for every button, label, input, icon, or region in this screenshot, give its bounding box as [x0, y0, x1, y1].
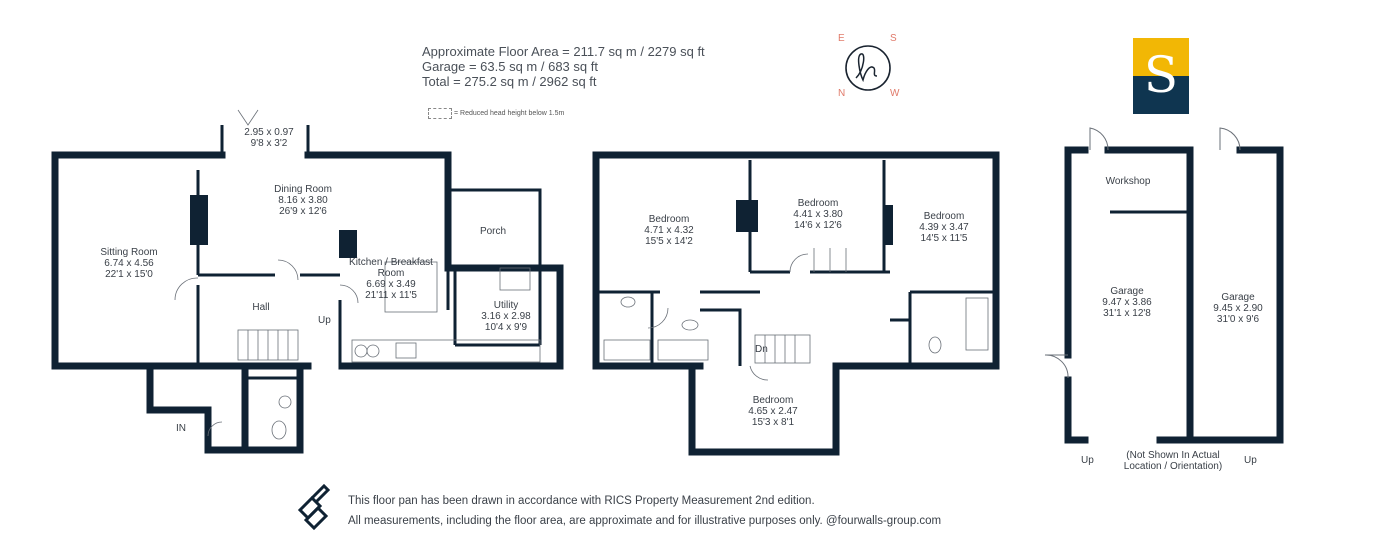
dining-room-imperial: 26'9 x 12'6 [279, 206, 327, 217]
compass-n: N [838, 88, 846, 99]
kitchen-name-2: Room [377, 268, 405, 279]
porch-label: Porch [479, 226, 507, 237]
dining-room-name: Dining Room [274, 184, 332, 195]
sitting-room-metric: 6.74 x 4.56 [104, 258, 154, 269]
outbuilding-note-2: Location / Orientation) [1123, 461, 1223, 472]
bedroom-3-label: Bedroom 4.39 x 3.47 14'5 x 11'5 [919, 211, 968, 244]
floor-area-summary: Approximate Floor Area = 211.7 sq m / 22… [422, 44, 705, 89]
bedroom-1-name: Bedroom [648, 214, 690, 225]
stairs-up-label: Up [318, 315, 331, 326]
garage-1-up-label: Up [1081, 455, 1094, 466]
bedroom-1-metric: 4.71 x 4.32 [644, 225, 694, 236]
sitting-room-imperial: 22'1 x 15'0 [105, 269, 153, 280]
bay-imperial: 9'8 x 3'2 [250, 138, 288, 149]
footer-disclaimer: This floor pan has been drawn in accorda… [348, 491, 941, 531]
floor-area-text: Approximate Floor Area = 211.7 sq m / 22… [422, 44, 705, 59]
bay-label: 2.95 x 0.97 9'8 x 3'2 [244, 127, 293, 149]
bedroom-3-name: Bedroom [923, 211, 965, 222]
workshop-label: Workshop [1105, 176, 1151, 187]
dining-room-metric: 8.16 x 3.80 [278, 195, 328, 206]
bedroom-3-imperial: 14'5 x 11'5 [920, 233, 968, 244]
compass-e: E [838, 33, 845, 44]
agent-logo: S [1133, 38, 1189, 114]
garage-2-label: Garage 9.45 x 2.90 31'0 x 9'6 [1213, 292, 1262, 325]
bedroom-1-imperial: 15'5 x 14'2 [645, 236, 693, 247]
stairs-down-label: Dn [755, 344, 768, 355]
bedroom-4-imperial: 15'3 x 8'1 [751, 417, 795, 428]
hall-label: Hall [252, 302, 270, 313]
bedroom-2-imperial: 14'6 x 12'6 [794, 220, 842, 231]
garage-1-label: Garage 9.47 x 3.86 31'1 x 12'8 [1102, 286, 1151, 319]
total-area-text: Total = 275.2 sq m / 2962 sq ft [422, 74, 597, 89]
kitchen-label: Kitchen / Breakfast Room 6.69 x 3.49 21'… [349, 257, 433, 301]
legend-note: = Reduced head height below 1.5m [454, 110, 565, 117]
fourwalls-logo-icon [297, 483, 331, 531]
bedroom-4-name: Bedroom [752, 395, 794, 406]
agent-logo-letter: S [1143, 46, 1179, 104]
garage-1-metric: 9.47 x 3.86 [1102, 297, 1152, 308]
bedroom-4-label: Bedroom 4.65 x 2.47 15'3 x 8'1 [748, 395, 797, 428]
utility-metric: 3.16 x 2.98 [481, 311, 531, 322]
kitchen-imperial: 21'11 x 11'5 [365, 290, 417, 301]
dashed-box-icon [428, 108, 452, 119]
utility-imperial: 10'4 x 9'9 [484, 322, 528, 333]
outbuilding-note: (Not Shown In Actual Location / Orientat… [1124, 450, 1222, 472]
utility-name: Utility [493, 300, 519, 311]
compass-w: W [890, 88, 900, 99]
garage-1-imperial: 31'1 x 12'8 [1103, 308, 1151, 319]
kitchen-name-1: Kitchen / Breakfast [349, 257, 433, 268]
outbuilding-note-1: (Not Shown In Actual [1126, 450, 1220, 461]
garage-2-metric: 9.45 x 2.90 [1213, 303, 1263, 314]
garage-1-name: Garage [1110, 286, 1144, 297]
sitting-room-name: Sitting Room [100, 247, 158, 258]
footer-line-1: This floor pan has been drawn in accorda… [348, 495, 815, 507]
bay-metric: 2.95 x 0.97 [244, 127, 294, 138]
sitting-room-label: Sitting Room 6.74 x 4.56 22'1 x 15'0 [100, 247, 157, 280]
garage-2-imperial: 31'0 x 9'6 [1216, 314, 1260, 325]
garage-area-text: Garage = 63.5 sq m / 683 sq ft [422, 59, 598, 74]
bedroom-2-metric: 4.41 x 3.80 [793, 209, 843, 220]
bedroom-1-label: Bedroom 4.71 x 4.32 15'5 x 14'2 [644, 214, 693, 247]
footer-line-2: All measurements, including the floor ar… [348, 515, 942, 527]
garage-2-up-label: Up [1244, 455, 1257, 466]
bedroom-4-metric: 4.65 x 2.47 [748, 406, 798, 417]
utility-label: Utility 3.16 x 2.98 10'4 x 9'9 [481, 300, 530, 333]
entrance-label: IN [176, 423, 186, 434]
bedroom-3-metric: 4.39 x 3.47 [919, 222, 969, 233]
bedroom-2-label: Bedroom 4.41 x 3.80 14'6 x 12'6 [793, 198, 842, 231]
kitchen-metric: 6.69 x 3.49 [366, 279, 416, 290]
garage-2-name: Garage [1221, 292, 1255, 303]
compass-s: S [890, 33, 897, 44]
dining-room-label: Dining Room 8.16 x 3.80 26'9 x 12'6 [274, 184, 332, 217]
bedroom-2-name: Bedroom [797, 198, 839, 209]
compass-logo-icon [845, 45, 891, 91]
reduced-height-legend: = Reduced head height below 1.5m [428, 108, 564, 119]
